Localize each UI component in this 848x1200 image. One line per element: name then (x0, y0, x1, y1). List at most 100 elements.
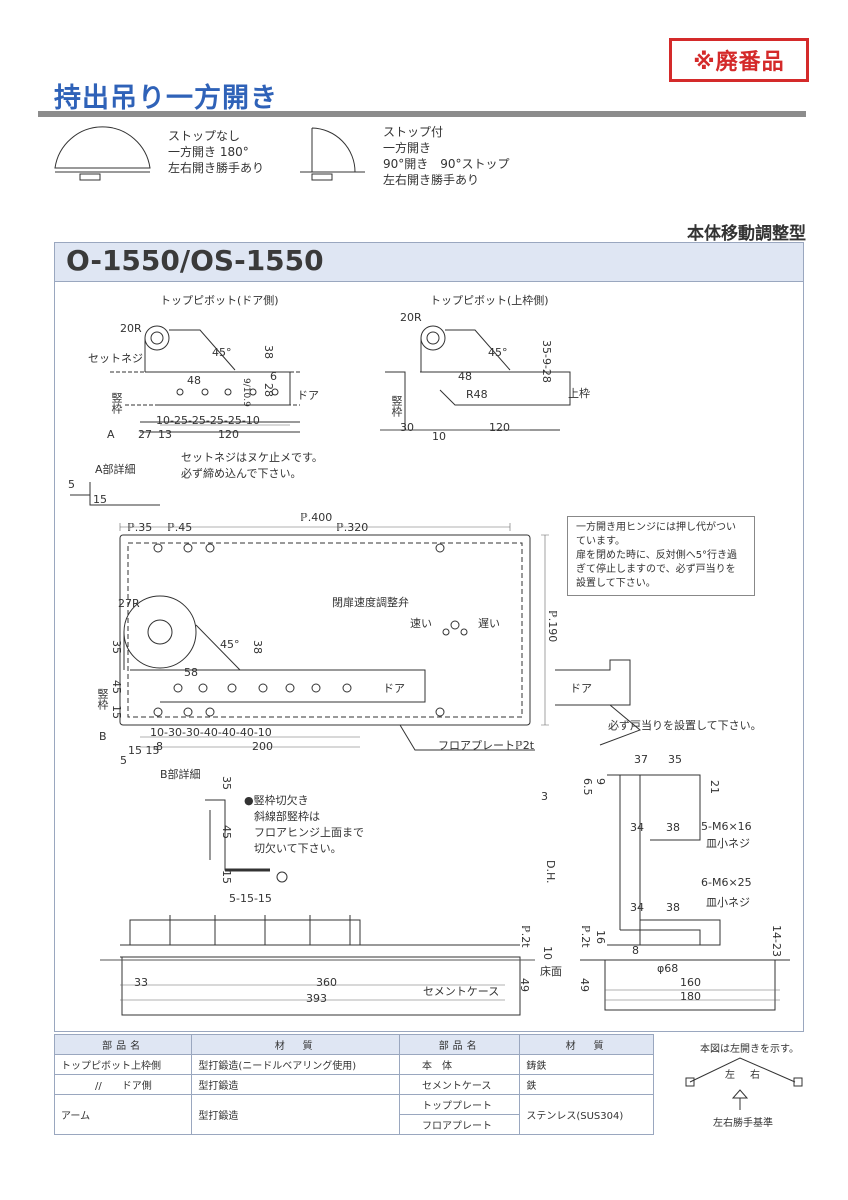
angle-45-b: 45° (488, 346, 508, 359)
dim-21: 21 (708, 780, 721, 794)
dim-10-upper: 10 (432, 430, 446, 443)
floor-plate-label: フロアプレートℙ2t (438, 739, 535, 752)
detail-a-label: A部詳細 (95, 463, 136, 476)
dim-34-b: 34 (630, 901, 644, 914)
b-dim-45: 45 (220, 825, 233, 839)
dim-360: 360 (316, 976, 337, 989)
dim-15-a: 15 (93, 493, 107, 506)
dim-35-side: 35 (110, 640, 123, 654)
cut-note-2: 斜線部竪枠は (254, 810, 320, 823)
dim-3: 3 (541, 790, 548, 803)
header-material: 材 質 (191, 1034, 401, 1055)
b-dim-15: 15 (220, 870, 233, 884)
dim-37: 37 (634, 753, 648, 766)
dim-6-5: 6.5 (581, 778, 594, 796)
screw-spec-2b: 皿小ネジ (706, 896, 750, 909)
discontinued-stamp: ※廃番品 (669, 38, 809, 82)
dim-p320: ℙ.320 (336, 521, 369, 534)
dim-38-a: 38 (262, 345, 275, 359)
swing-90-icon (311, 127, 356, 173)
detail-b-marker: B (99, 730, 107, 743)
dim-9-right: 9 (594, 778, 607, 785)
door-label-plan: ドア (383, 682, 405, 695)
dim-180: 180 (680, 990, 701, 1003)
radius-20r-b: 20R (400, 311, 422, 324)
legend-caption: 本図は左開きを示す。 (700, 1044, 799, 1055)
dim-58: 58 (184, 666, 198, 679)
detail-b-label: B部詳細 (160, 768, 201, 781)
table-row: アーム 型打鍛造 トッププレート ステンレス(SUS304) (53, 1094, 654, 1135)
frame-label-a: 竪枠 (110, 392, 123, 414)
b-dim-5-15-15: 5-15-15 (229, 892, 272, 905)
dim-10-floor: 10 (541, 946, 554, 960)
upper-frame-label: 上枠 (568, 387, 590, 400)
top-pivot-frame-label: トップピボット(上枠側) (430, 294, 549, 307)
dims-top-pivot: 10-25-25-25-25-10 (156, 414, 260, 427)
cut-note-1: ●竪枠切欠き (244, 794, 309, 807)
detail-a-marker: A (107, 428, 115, 441)
dim-p400: ℙ.400 (300, 511, 333, 524)
dim-393: 393 (306, 992, 327, 1005)
legend-left: 左 (725, 1070, 735, 1081)
one-way-hinge-note: 一方開き用ヒンジには押し代がつい ています。 扉を閉めた時に、反対側へ5°行き過… (567, 516, 755, 596)
dim-33: 33 (134, 976, 148, 989)
set-screw-note-1: セットネジはヌケ止メです。 (181, 451, 323, 464)
dim-2t-b: ℙ.2t (579, 925, 592, 948)
table-row: // ドア側 型打鍛造 セメントケース 鉄 (53, 1074, 654, 1095)
dim-15-side: 15 (110, 705, 123, 719)
dim-9-10-9-a: 9/10.9 (241, 378, 251, 407)
b-dim-35: 35 (220, 776, 233, 790)
screw-spec-2a: 6-M6×25 (701, 876, 752, 889)
dims-35-9-28: 35-9-28 (540, 340, 553, 383)
door-label-top: ドア (297, 389, 319, 402)
dim-6-a: 6 (270, 370, 277, 383)
dim-34-a: 34 (630, 821, 644, 834)
dim-38-b: 38 (251, 640, 264, 654)
dim-15-15: 15 15 (128, 744, 160, 757)
table-row: トップピボット上枠側 型打鍛造(ニードルベアリング使用) 本 体 鋳鉄 (53, 1054, 654, 1075)
dim-8: 8 (156, 740, 163, 753)
dim-8-b: 8 (632, 944, 639, 957)
dim-14-23: 14-23 (770, 925, 783, 957)
dim-120-a: 120 (218, 428, 239, 441)
dim-48-b: 48 (458, 370, 472, 383)
dim-13: 13 (158, 428, 172, 441)
dim-p190: ℙ.190 (546, 610, 559, 643)
dim-p35: ℙ.35 (127, 521, 153, 534)
radius-20r-a: 20R (120, 322, 142, 335)
close-speed-label: 閉扉速度調整弁 (332, 596, 409, 609)
top-pivot-door-label: トップピボット(ドア側) (160, 294, 279, 307)
dim-38-c: 38 (666, 821, 680, 834)
header-material-2: 材 質 (519, 1034, 654, 1055)
cut-note-3: フロアヒンジ上面まで (254, 826, 364, 839)
page-title: 持出吊り一方開き (54, 83, 278, 114)
adjust-type-label: 本体移動調整型 (687, 224, 806, 244)
door-height-dim: D.H. (544, 860, 557, 884)
cut-note-4: 切欠いて下さい。 (254, 842, 342, 855)
dim-200: 200 (252, 740, 273, 753)
header-part-name: 部品名 (53, 1034, 193, 1055)
dims-bottom-row: 10-30-30-40-40-40-10 (150, 726, 272, 739)
dim-35-right: 35 (668, 753, 682, 766)
table-row: フロアプレート (55, 1114, 654, 1135)
dim-38-d: 38 (666, 901, 680, 914)
title-underline (38, 111, 806, 117)
set-screw-note-2: 必ず締め込んで下さい。 (181, 467, 302, 480)
table-header-row: 部品名 材 質 部品名 材 質 (53, 1034, 654, 1055)
type-2-desc: ストップ付 一方開き 90°開き 90°ストップ 左右開き勝手あり (383, 125, 510, 187)
legend-base: 左右勝手基準 (713, 1118, 773, 1129)
dim-2t-a: ℙ.2t (519, 925, 532, 948)
set-screw-label: セットネジ (88, 352, 143, 365)
dim-49-b: 49 (578, 978, 591, 992)
dim-5-b: 5 (120, 754, 127, 767)
dim-160: 160 (680, 976, 701, 989)
panel-header (54, 242, 804, 282)
door-label-stopper: ドア (570, 682, 592, 695)
dim-120-b: 120 (489, 421, 510, 434)
radius-48: R48 (466, 388, 488, 401)
fast-label: 速い (410, 617, 432, 630)
frame-vert-label: 竪枠 (390, 395, 403, 417)
dim-48-a: 48 (187, 374, 201, 387)
frame-label-b: 竪枠 (96, 688, 109, 710)
